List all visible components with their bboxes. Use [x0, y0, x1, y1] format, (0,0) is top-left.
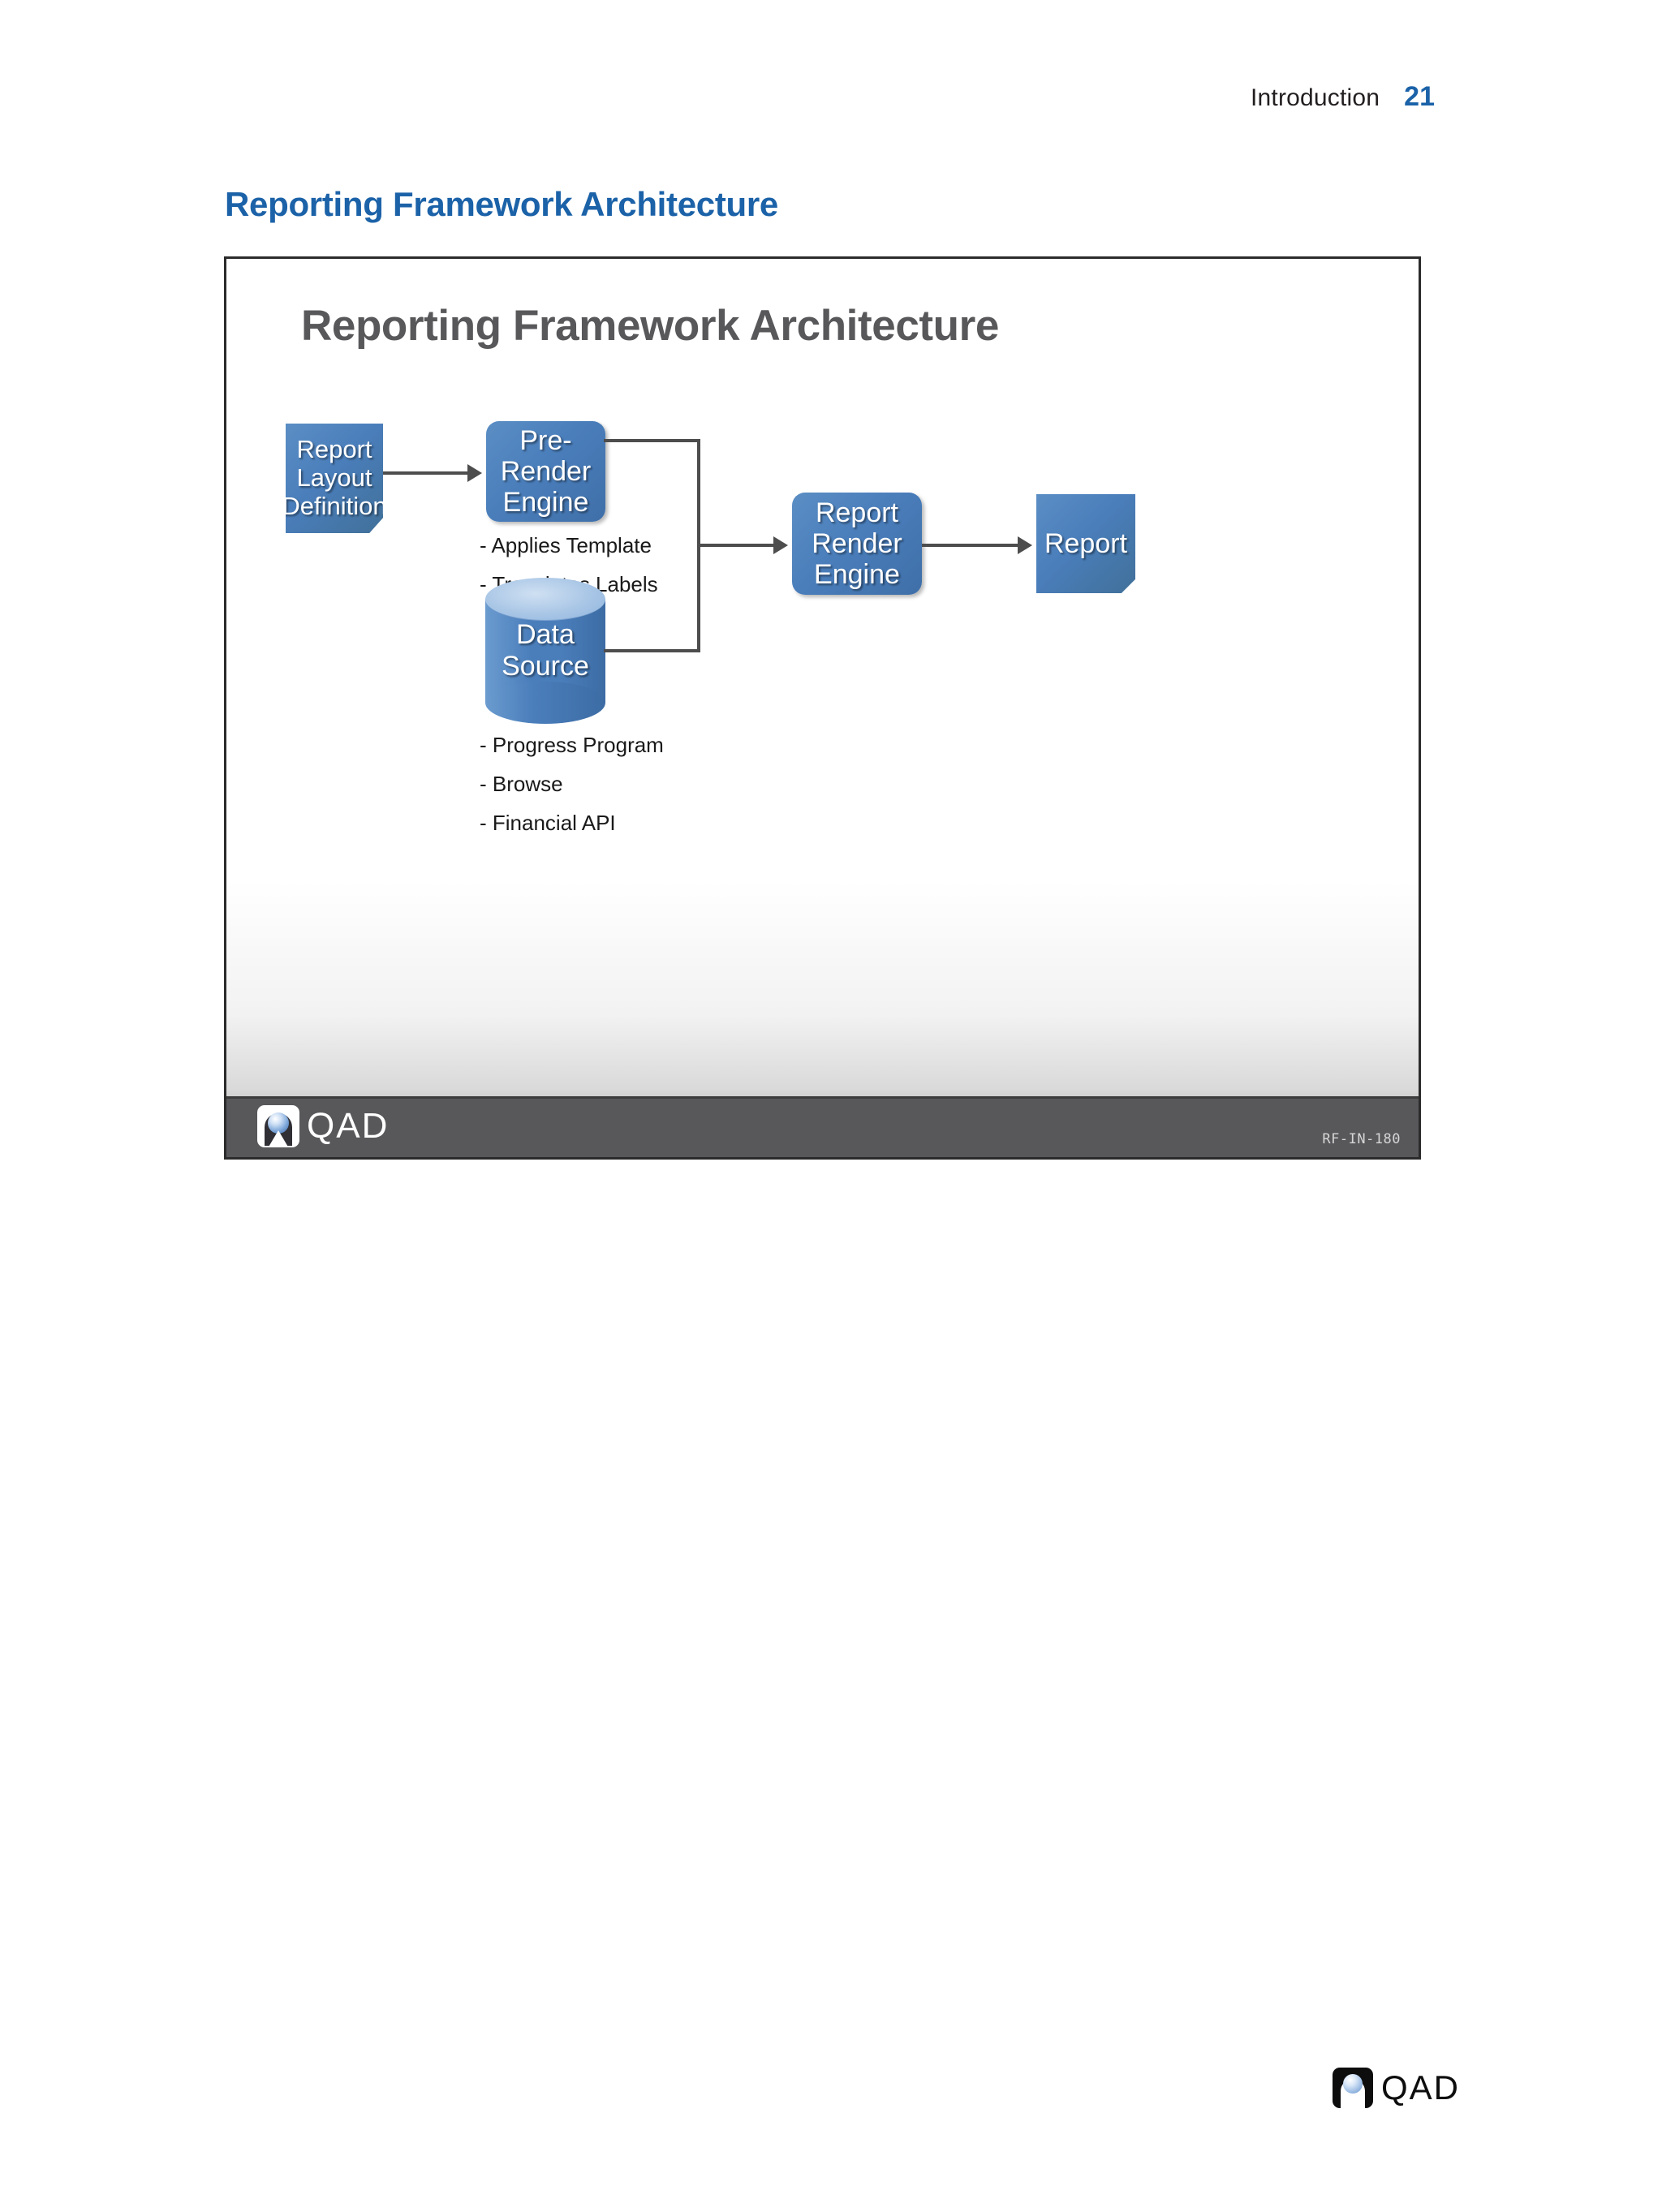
slide-reference-code: RF-IN-180 [1322, 1131, 1401, 1147]
page-header: Introduction 21 [1251, 81, 1435, 113]
node-report-layout-definition-label: Report Layout Definition [282, 435, 387, 520]
node-report-render-engine: Report Render Engine [792, 493, 922, 595]
node-pre-render-engine-label: Pre- Render Engine [500, 424, 592, 519]
note-financial-api: - Financial API [480, 811, 616, 835]
note-browse: - Browse [480, 772, 563, 796]
architecture-diagram: Report Layout Definition Pre- Render Eng… [226, 259, 1419, 1099]
qad-sphere-shape [268, 1112, 289, 1134]
edge-merge-to-render-engine [697, 544, 775, 547]
node-report-render-engine-label: Report Render Engine [812, 497, 902, 591]
note-progress-program: - Progress Program [480, 733, 664, 757]
data-source-notes: - Progress Program - Browse - Financial … [480, 734, 664, 851]
page-number: 21 [1404, 81, 1435, 112]
qad-logo-slide: QAD [257, 1105, 389, 1147]
note-applies-template: - Applies Template [480, 533, 652, 557]
node-report-layout-definition: Report Layout Definition [286, 424, 383, 533]
header-section-name: Introduction [1251, 84, 1380, 111]
slide-footer: QAD RF-IN-180 [226, 1096, 1419, 1157]
qad-logo-page-footer: QAD [1333, 2068, 1460, 2108]
qad-logo-wordmark: QAD [307, 1106, 390, 1146]
edge-render-engine-to-report [922, 544, 1019, 547]
page-title: Reporting Framework Architecture [225, 185, 778, 223]
edge-render-engine-to-report-arrowhead [1018, 536, 1032, 554]
node-report-label: Report [1044, 527, 1128, 559]
slide-title: Reporting Framework Architecture [301, 302, 999, 350]
slide-figure: Reporting Framework Architecture Report … [224, 256, 1421, 1160]
cylinder-top [485, 578, 605, 621]
node-data-source-label: Data Source [502, 618, 589, 682]
edge-prerender-stub [604, 439, 700, 442]
qad-logo-icon [257, 1105, 299, 1147]
node-report: Report [1036, 494, 1135, 593]
cylinder-bottom [485, 682, 605, 724]
qad-footer-wordmark: QAD [1381, 2068, 1461, 2107]
qad-footer-sphere-shape [1343, 2074, 1363, 2094]
edge-datasource-stub [604, 649, 700, 652]
node-data-source: Data Source [485, 578, 605, 724]
edge-layout-to-prerender-arrowhead [467, 464, 482, 482]
edge-layout-to-prerender [383, 471, 469, 475]
node-pre-render-engine: Pre- Render Engine [486, 421, 605, 522]
edge-merge-to-render-engine-arrowhead [773, 536, 788, 554]
qad-footer-logo-icon [1333, 2068, 1373, 2108]
slide-body: Reporting Framework Architecture Report … [226, 259, 1419, 1099]
qad-notch-shape [268, 1130, 289, 1147]
